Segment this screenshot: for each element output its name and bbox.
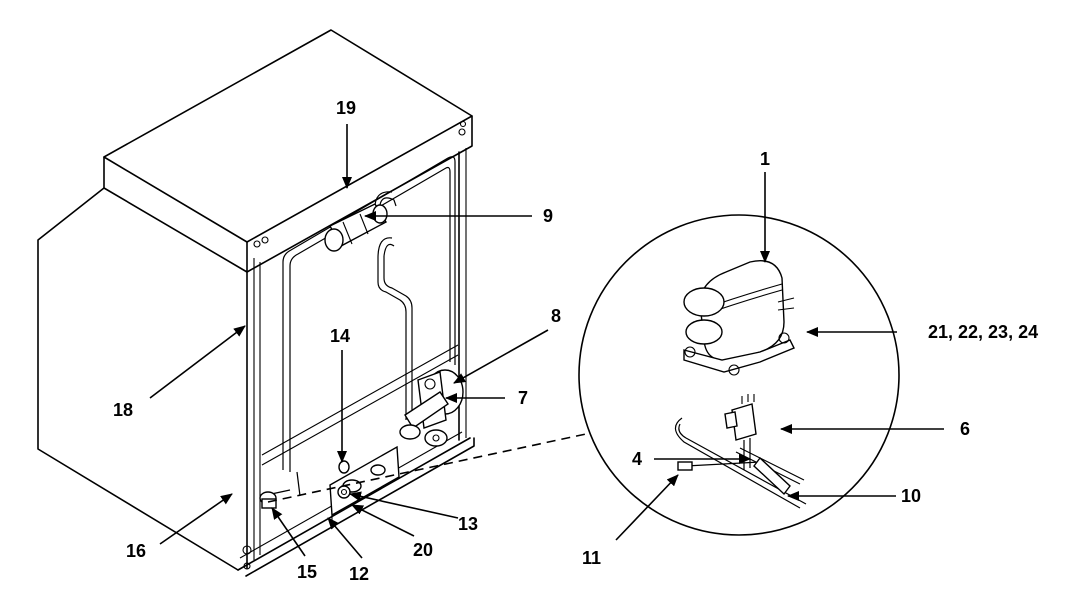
leader-8 [453, 329, 549, 384]
leader-11 [615, 474, 679, 541]
callout-21-24: 21, 22, 23, 24 [928, 322, 1038, 342]
callout-14: 14 [330, 326, 350, 346]
callout-9: 9 [543, 206, 553, 226]
leader-18 [149, 325, 246, 399]
callout-labels: 1 21, 22, 23, 24 6 4 10 11 19 9 8 7 18 1… [113, 98, 1038, 584]
callout-19: 19 [336, 98, 356, 118]
detail-tubing [674, 417, 807, 509]
callout-11: 11 [582, 548, 601, 568]
compressor-detail [683, 260, 795, 376]
leader-15 [271, 507, 306, 557]
detail-view [578, 214, 900, 536]
leader-lines [149, 124, 944, 559]
back-compressor-assembly [399, 369, 464, 447]
callout-20: 20 [413, 540, 433, 560]
leader-16 [159, 493, 233, 545]
cabinet [37, 29, 475, 577]
callout-13: 13 [458, 514, 478, 534]
service-bracket [259, 445, 400, 522]
callout-12: 12 [349, 564, 369, 584]
leader-13 [349, 491, 459, 519]
callout-10: 10 [901, 486, 921, 506]
callout-1: 1 [760, 149, 770, 169]
callout-8: 8 [551, 306, 561, 326]
callout-15: 15 [297, 562, 317, 582]
callout-18: 18 [113, 400, 133, 420]
detail-connector-line [267, 433, 587, 503]
leader-12 [327, 517, 363, 559]
callout-16: 16 [126, 541, 146, 561]
callout-6: 6 [960, 419, 970, 439]
callout-4: 4 [632, 449, 642, 469]
callout-7: 7 [518, 388, 528, 408]
leader-20 [351, 504, 415, 537]
